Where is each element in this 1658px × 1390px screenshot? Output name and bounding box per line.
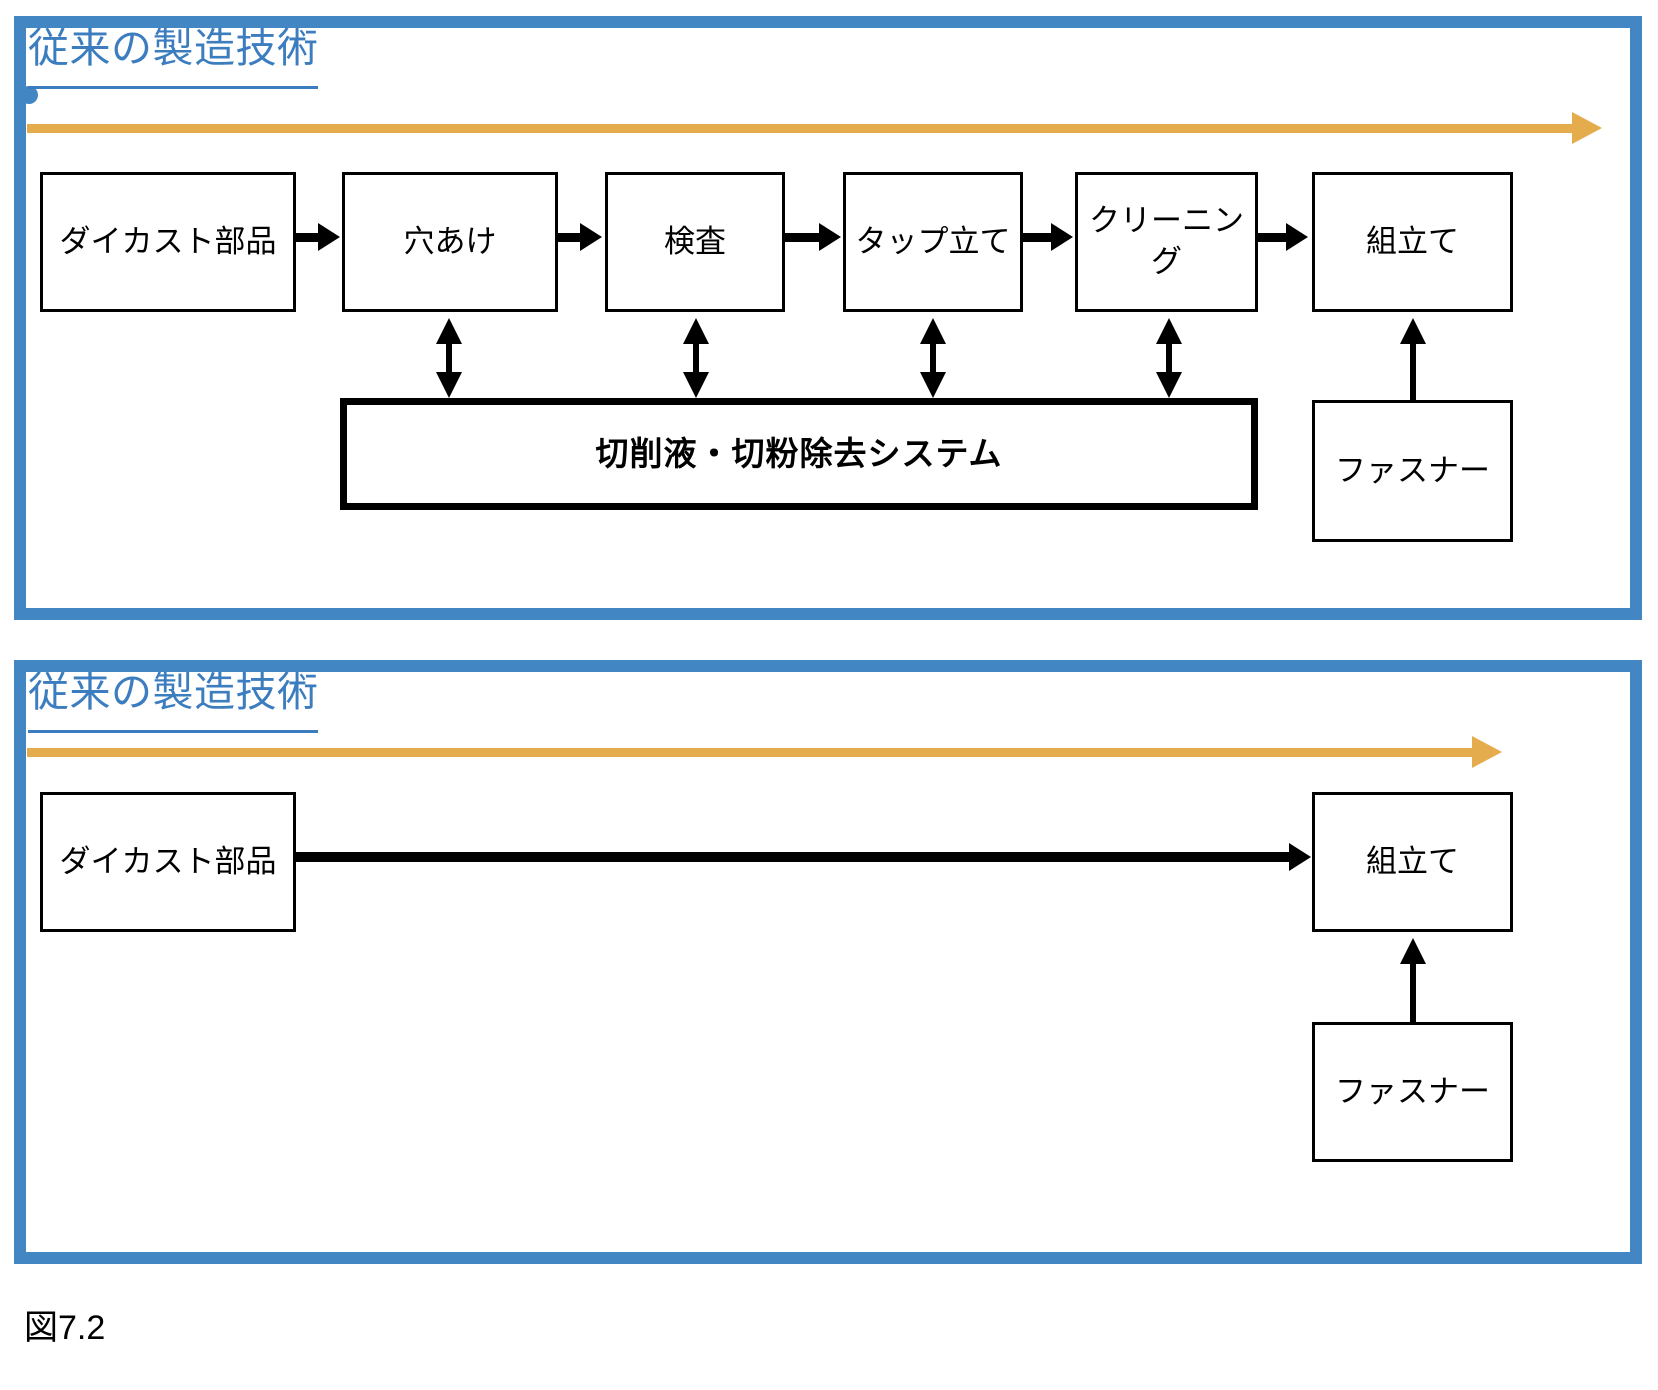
process-box-label: 組立て xyxy=(1366,223,1459,259)
arrow-cleaning-system-head-up-icon xyxy=(1156,318,1182,344)
figure-caption: 図7.2 xyxy=(24,1309,106,1347)
arrow-tapping-system-head-down-icon xyxy=(920,372,946,398)
arrow-fastener-to-assembly-head-icon-p1 xyxy=(1400,318,1426,344)
arrow-drilling-system-shaft xyxy=(446,342,452,386)
panel-2-timeline-arrow-head-icon xyxy=(1472,736,1502,768)
arrow-inspection-to-tapping-head-icon xyxy=(819,223,841,251)
process-box-cleaning[interactable]: クリーニング xyxy=(1075,172,1258,312)
panel-bullet-icon xyxy=(20,86,38,104)
panel-conventional-process-simplified xyxy=(14,660,1642,1264)
input-box-fastener-p2[interactable]: ファスナー xyxy=(1312,1022,1513,1162)
panel-conventional-process-detailed xyxy=(14,16,1642,620)
arrow-diecast-to-assembly-shaft-p2 xyxy=(296,852,1291,862)
arrow-fastener-to-assembly-head-icon-p2 xyxy=(1400,938,1426,964)
arrow-drilling-system-head-up-icon xyxy=(436,318,462,344)
process-box-tapping[interactable]: タップ立て xyxy=(843,172,1023,312)
arrow-tapping-to-cleaning-shaft xyxy=(1023,233,1053,242)
support-box-label: 切削液・切粉除去システム xyxy=(595,435,1003,473)
panel-1-timeline-arrow-shaft xyxy=(27,124,1572,133)
arrow-tapping-system-shaft xyxy=(930,342,936,386)
arrow-inspection-system-head-up-icon xyxy=(683,318,709,344)
process-box-inspection[interactable]: 検査 xyxy=(605,172,785,312)
arrow-inspection-system-shaft xyxy=(693,342,699,386)
process-box-assembly[interactable]: 組立て xyxy=(1312,172,1513,312)
arrow-cleaning-system-shaft xyxy=(1166,342,1172,386)
process-box-drilling[interactable]: 穴あけ xyxy=(342,172,558,312)
arrow-cleaning-to-assembly-shaft xyxy=(1258,233,1288,242)
arrow-diecast-to-drilling-shaft xyxy=(296,233,320,242)
arrow-inspection-to-tapping-shaft xyxy=(785,233,820,242)
panel-2-title-underline xyxy=(28,730,318,733)
process-box-diecast-part[interactable]: ダイカスト部品 xyxy=(40,172,296,312)
arrow-diecast-to-assembly-head-icon-p2 xyxy=(1289,843,1311,871)
arrow-cleaning-system-head-down-icon xyxy=(1156,372,1182,398)
arrow-inspection-system-head-down-icon xyxy=(683,372,709,398)
process-box-assembly-p2[interactable]: 組立て xyxy=(1312,792,1513,932)
arrow-drilling-to-inspection-head-icon xyxy=(580,223,602,251)
arrow-tapping-to-cleaning-head-icon xyxy=(1051,223,1073,251)
process-box-label: ダイカスト部品 xyxy=(59,843,277,879)
arrow-fastener-to-assembly-shaft-p2 xyxy=(1410,962,1416,1024)
panel-2-title: 従来の製造技術 xyxy=(28,669,319,715)
input-box-label: ファスナー xyxy=(1335,452,1490,488)
arrow-cleaning-to-assembly-head-icon xyxy=(1286,223,1308,251)
arrow-tapping-system-head-up-icon xyxy=(920,318,946,344)
panel-2-timeline-arrow-shaft xyxy=(27,748,1472,757)
process-box-label: 組立て xyxy=(1366,843,1459,879)
process-box-label: 検査 xyxy=(664,223,726,259)
process-box-diecast-part-p2[interactable]: ダイカスト部品 xyxy=(40,792,296,932)
panel-1-title: 従来の製造技術 xyxy=(28,25,319,71)
support-box-coolant-chip-removal-system[interactable]: 切削液・切粉除去システム xyxy=(340,398,1258,510)
panel-1-title-underline xyxy=(28,86,318,89)
input-box-fastener-p1[interactable]: ファスナー xyxy=(1312,400,1513,542)
process-box-label: クリーニング xyxy=(1089,203,1244,279)
panel-1-timeline-arrow-head-icon xyxy=(1572,112,1602,144)
arrow-drilling-to-inspection-shaft xyxy=(558,233,582,242)
arrow-drilling-system-head-down-icon xyxy=(436,372,462,398)
process-box-label: 穴あけ xyxy=(403,223,497,259)
arrow-fastener-to-assembly-shaft-p1 xyxy=(1410,342,1416,402)
arrow-diecast-to-drilling-head-icon xyxy=(318,223,340,251)
input-box-label: ファスナー xyxy=(1335,1073,1490,1109)
process-box-label: ダイカスト部品 xyxy=(59,223,277,259)
process-box-label: タップ立て xyxy=(855,223,1011,259)
